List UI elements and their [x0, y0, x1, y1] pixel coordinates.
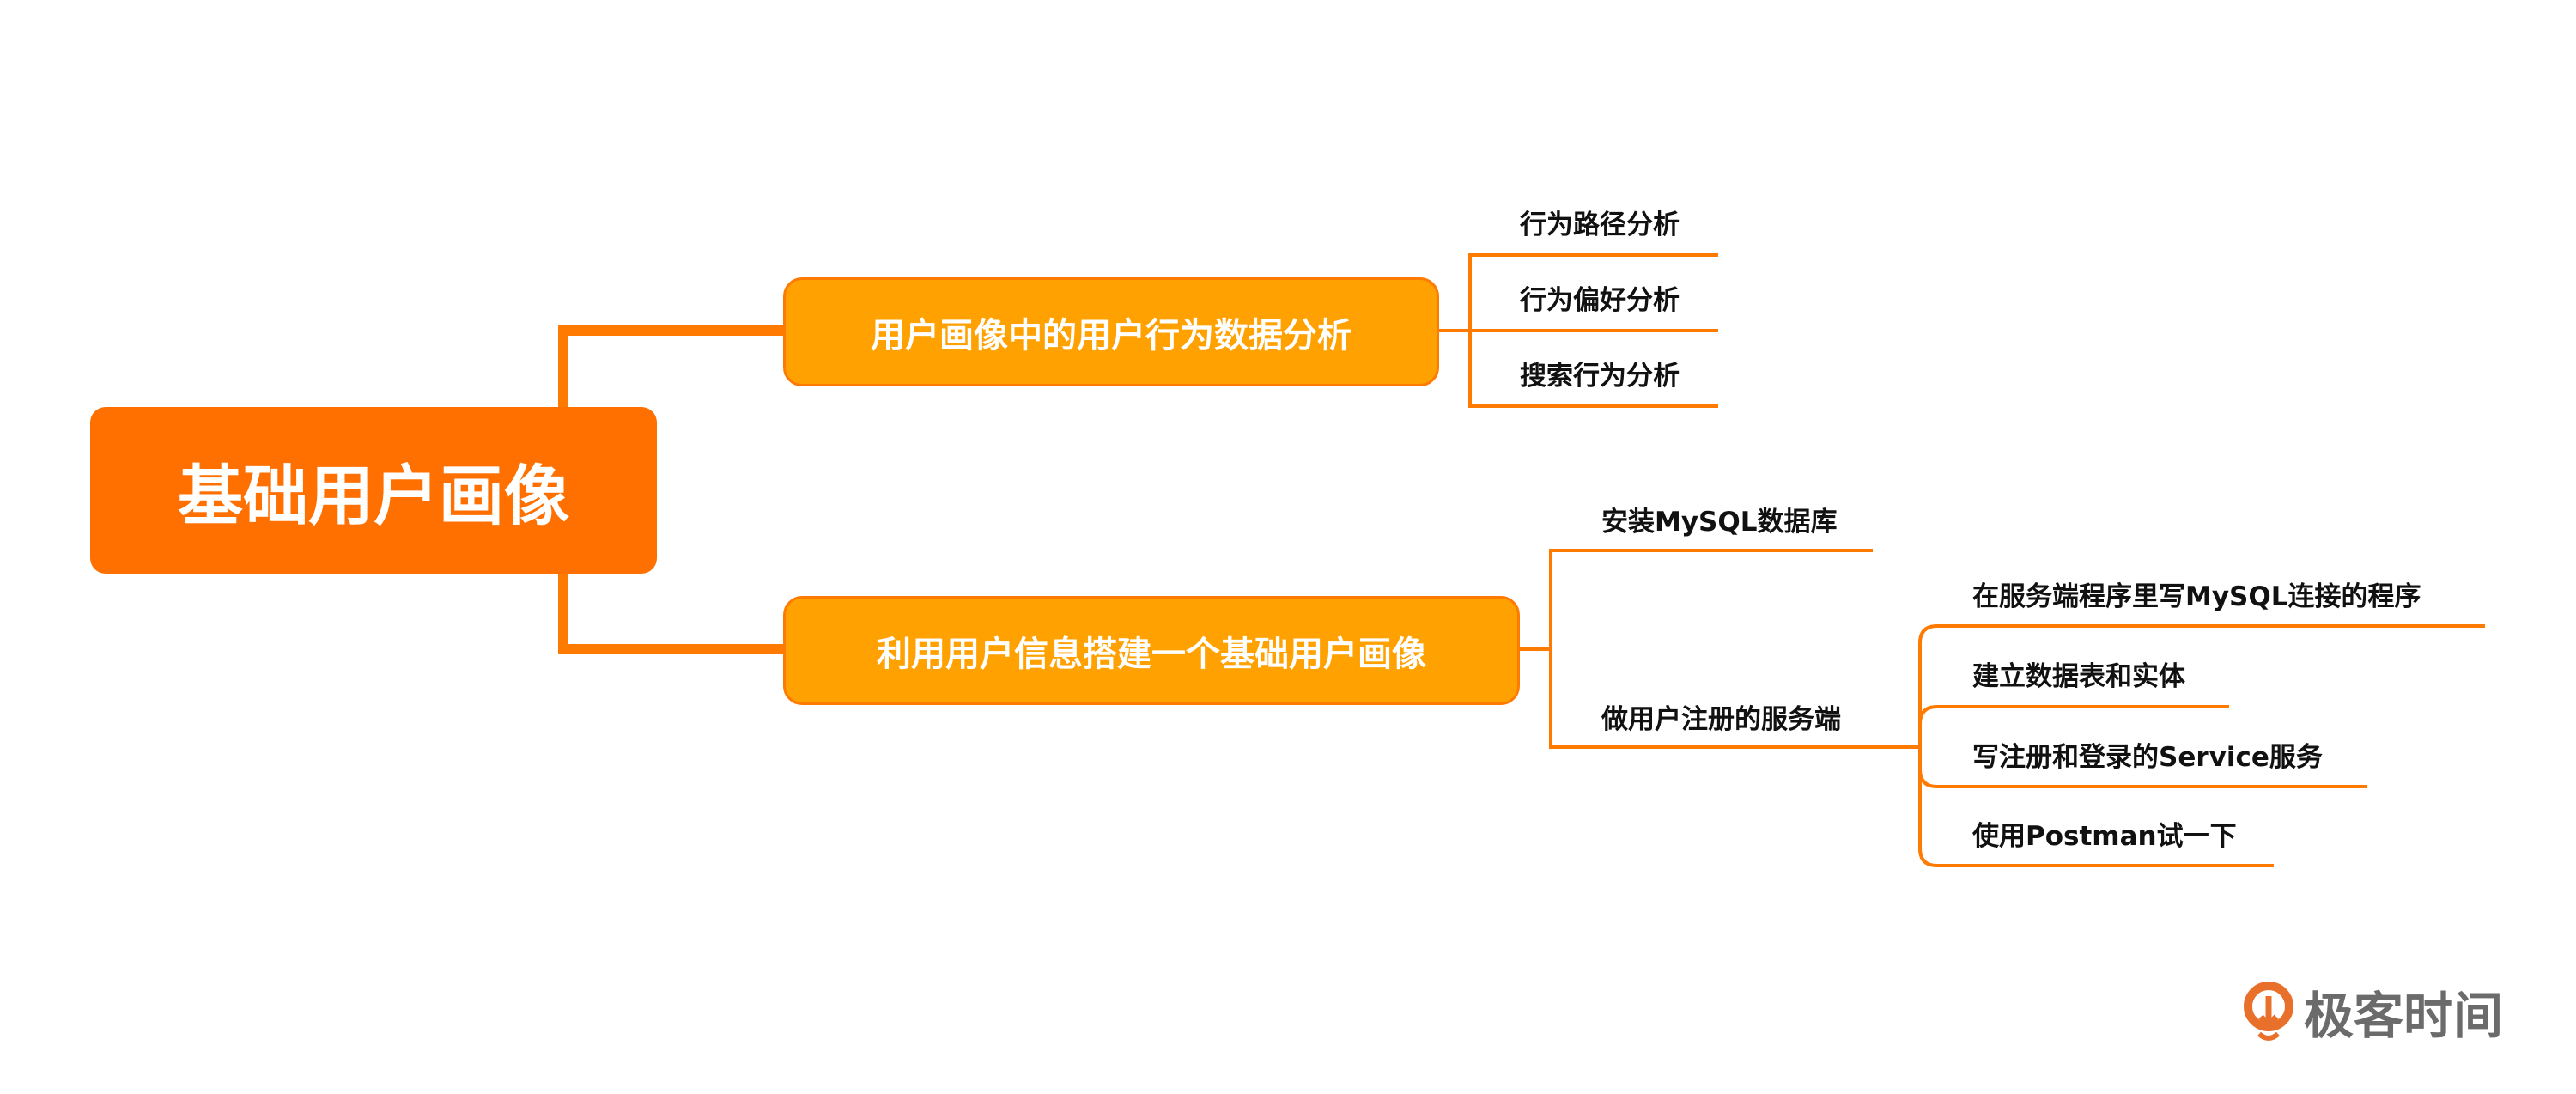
leaf-node[interactable]: 行为偏好分析 — [1520, 285, 1680, 316]
branch1-leaf-lines — [1468, 253, 1718, 408]
geektime-logo: 极客时间 — [2242, 975, 2503, 1048]
leaf-node[interactable]: 安装MySQL数据库 — [1601, 507, 1838, 538]
leaf-node[interactable]: 使用Postman试一下 — [1972, 821, 2237, 852]
leaf-node[interactable]: 做用户注册的服务端 — [1601, 704, 1841, 735]
logo-text: 极客时间 — [2304, 987, 2504, 1045]
leaf-node[interactable]: 写注册和登录的Service服务 — [1972, 742, 2323, 773]
leaf-node[interactable]: 在服务端程序里写MySQL连接的程序 — [1972, 581, 2421, 612]
root-label: 基础用户画像 — [178, 458, 569, 534]
leaf-node[interactable]: 行为路径分析 — [1520, 210, 1680, 240]
branch-label: 利用用户信息搭建一个基础用户画像 — [877, 634, 1426, 674]
branch-node-build-profile[interactable]: 利用用户信息搭建一个基础用户画像 — [783, 596, 1520, 705]
server-subtask-lines — [1918, 624, 2485, 867]
leaf-node[interactable]: 建立数据表和实体 — [1972, 661, 2185, 692]
branch2-child-lines — [1549, 549, 1920, 749]
geektime-logo-icon — [2244, 982, 2293, 1041]
root-node[interactable]: 基础用户画像 — [90, 407, 657, 574]
branch-node-behavior-analysis[interactable]: 用户画像中的用户行为数据分析 — [783, 277, 1439, 386]
branch-label: 用户画像中的用户行为数据分析 — [871, 315, 1352, 356]
leaf-node[interactable]: 搜索行为分析 — [1520, 361, 1680, 392]
